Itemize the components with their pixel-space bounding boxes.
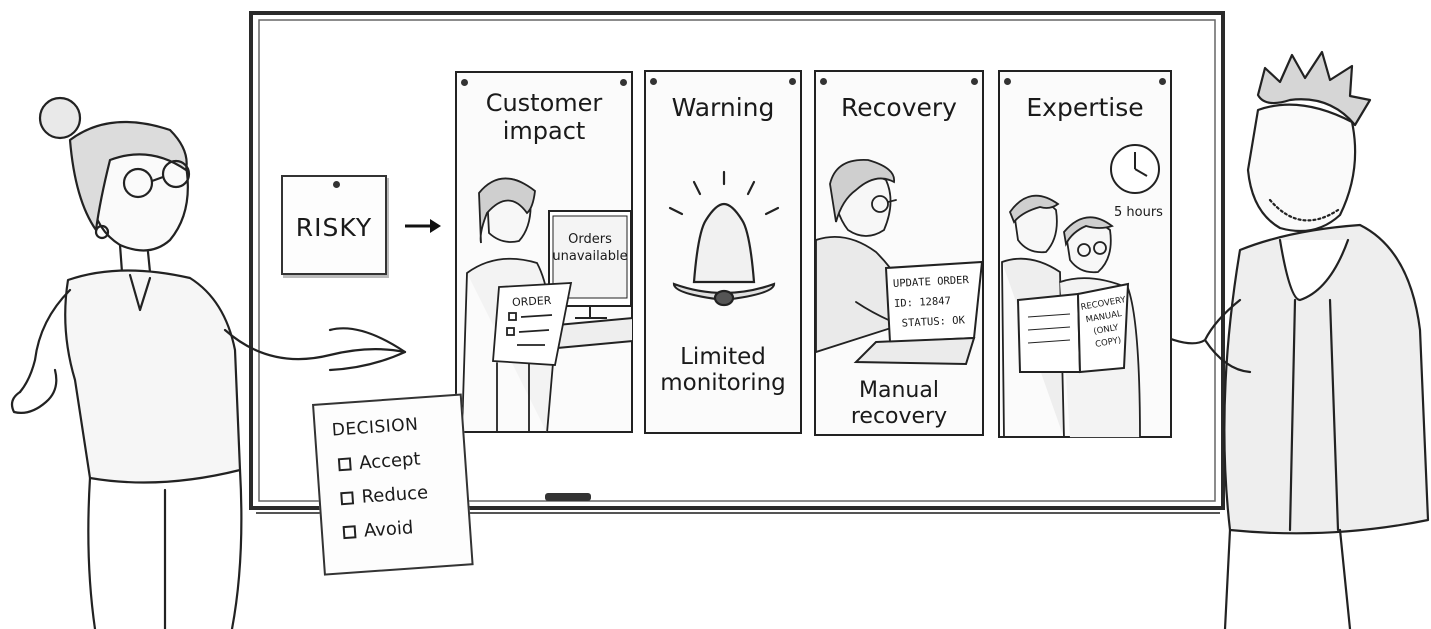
decision-option-accept[interactable]: Accept: [337, 449, 421, 476]
panel-title: Customer impact: [485, 89, 603, 145]
laptop-screen-text: UPDATE ORDER ID: 12847 STATUS: OK: [892, 274, 970, 330]
expertise-scene-drawing: [1001, 144, 1160, 438]
panel-customer-impact: Customer impact Orders unavailable ORDER: [455, 71, 633, 433]
risky-label: RISKY: [295, 213, 373, 242]
decision-option-avoid[interactable]: Avoid: [342, 517, 414, 543]
monitor-screen-text: Orders unavailable: [552, 232, 628, 264]
clock-label: 5 hours: [1114, 205, 1163, 220]
panel-title: Expertise: [1026, 93, 1144, 122]
recovery-scene-drawing: [816, 159, 984, 366]
pin-icon: [820, 78, 827, 85]
presenter-woman: [10, 96, 407, 629]
panel-title: Recovery: [841, 93, 957, 122]
panel-expertise: Expertise 5 hours RECOVERY MANU: [998, 70, 1172, 438]
checkbox-icon[interactable]: [342, 525, 357, 540]
decision-sheet: DECISION Accept Reduce Avoid: [312, 393, 474, 576]
order-paper: [492, 282, 573, 366]
manual-cover-text: RECOVERY MANUAL (ONLY COPY): [1079, 295, 1127, 350]
order-paper-label: ORDER: [511, 293, 552, 310]
pin-icon: [461, 79, 468, 86]
pin-icon: [1159, 78, 1166, 85]
book-icon: [1016, 282, 1130, 374]
marker-tray-marker: [545, 493, 591, 501]
pin-icon: [1004, 78, 1011, 85]
bell-icon: [668, 170, 780, 307]
laptop-icon: [853, 260, 984, 366]
decision-option-reduce[interactable]: Reduce: [340, 482, 429, 509]
presenter-man: [1138, 50, 1430, 629]
pin-icon: [620, 79, 627, 86]
panel-warning: Warning Limited monitoring: [644, 70, 802, 434]
pin-icon: [971, 78, 978, 85]
customer-scene-drawing: [461, 177, 633, 433]
panel-recovery: Recovery UPDATE ORDER ID: 12847 STATUS: …: [814, 70, 984, 436]
pin-icon: [789, 78, 796, 85]
panel-caption: Limited monitoring: [660, 344, 786, 396]
decision-heading: DECISION: [331, 414, 420, 441]
pin-icon: [650, 78, 657, 85]
panel-title: Warning: [671, 93, 775, 122]
arrow-right-icon: [405, 219, 441, 233]
risky-note: RISKY: [281, 175, 387, 275]
checkbox-icon[interactable]: [340, 491, 355, 506]
checkbox-icon[interactable]: [337, 457, 352, 472]
clock-icon: [1110, 144, 1160, 194]
panel-caption: Manual recovery: [850, 378, 948, 429]
pin-icon: [333, 181, 340, 188]
